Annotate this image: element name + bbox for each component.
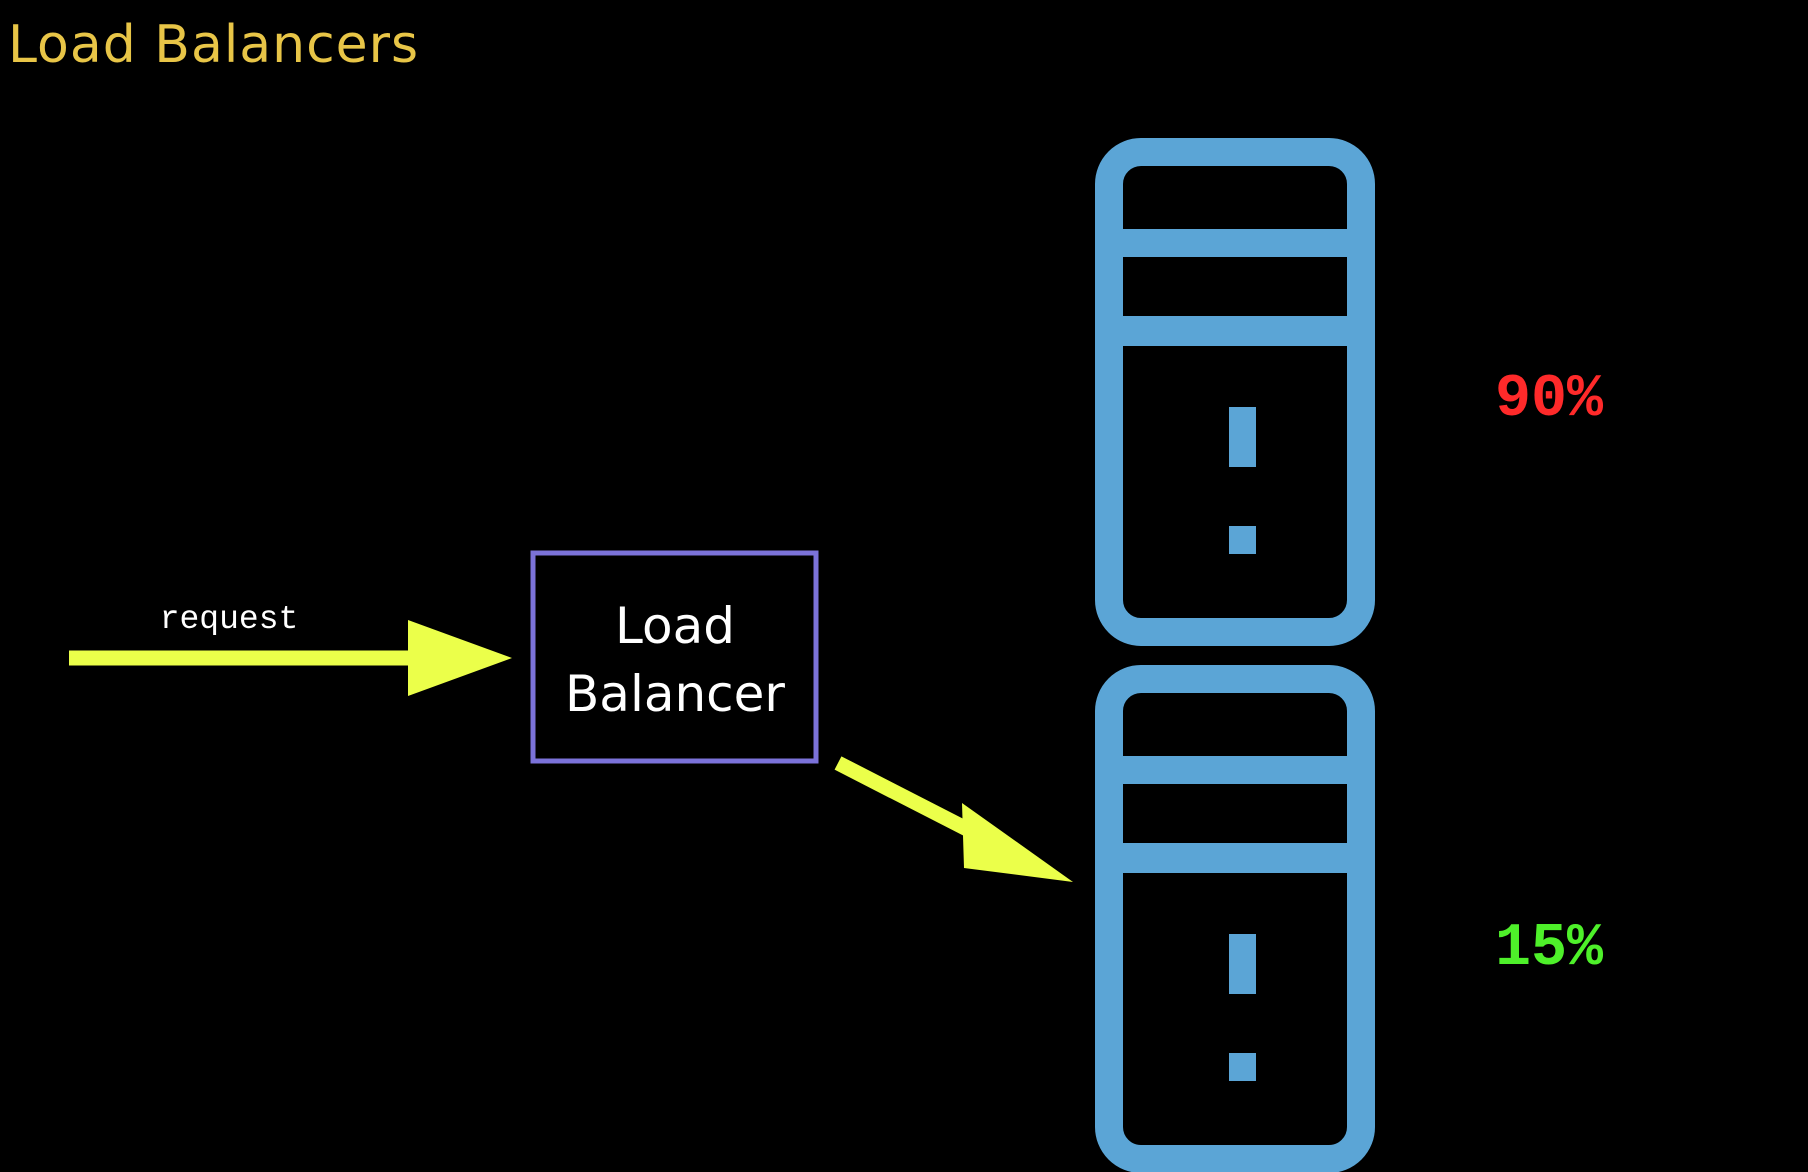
server-load-label: 90% xyxy=(1495,366,1604,434)
load-balancer-label-line2: Balancer xyxy=(565,665,785,723)
routing-arrow xyxy=(834,756,1073,882)
server-load-label: 15% xyxy=(1495,915,1604,983)
request-arrow xyxy=(69,620,512,696)
load-balancer-label-line1: Load xyxy=(615,597,735,655)
page-title: Load Balancers xyxy=(8,15,420,75)
server-icon xyxy=(1095,665,1375,1172)
request-label: request xyxy=(160,601,299,638)
server-icon xyxy=(1095,138,1375,646)
load-balancer-box xyxy=(530,550,819,764)
